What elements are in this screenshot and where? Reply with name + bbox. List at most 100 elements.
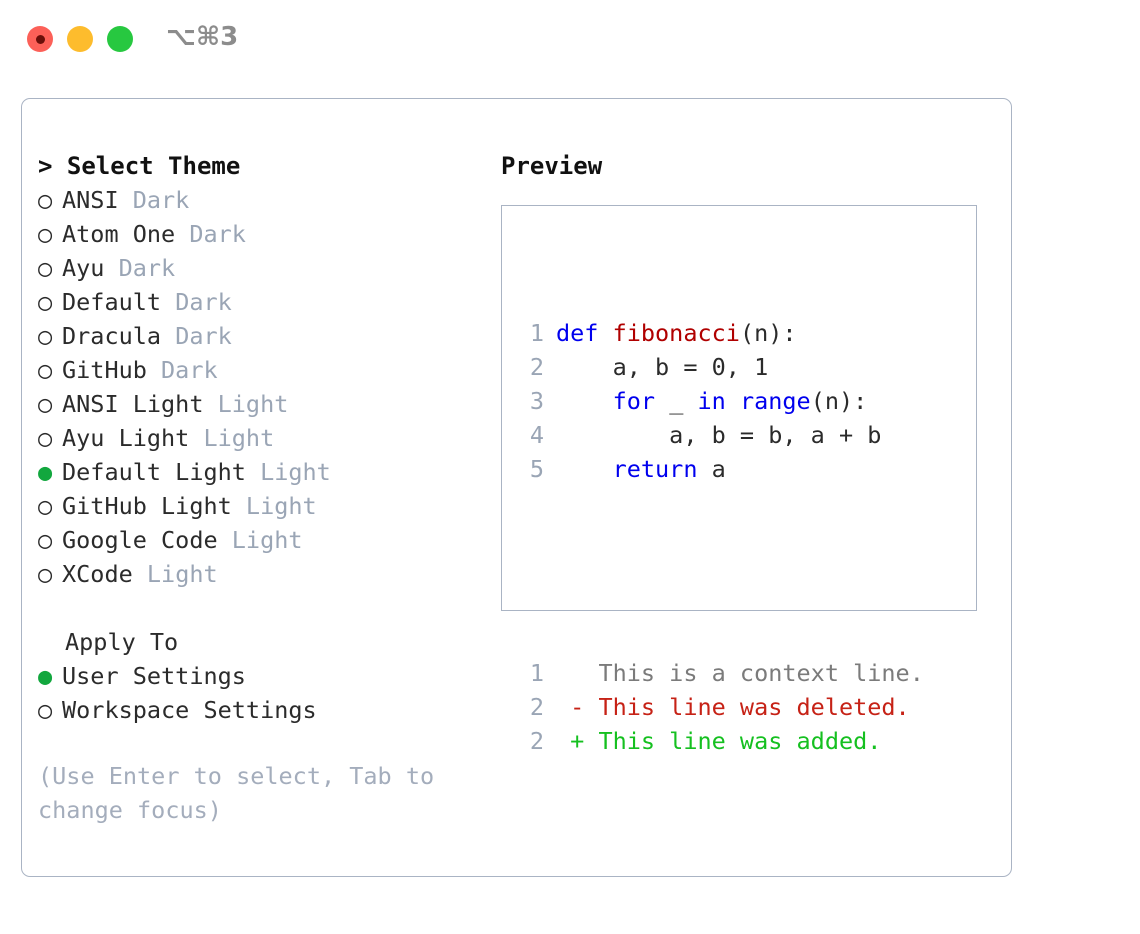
theme-option-label: Default Light (62, 458, 246, 486)
theme-option-label: XCode (62, 560, 133, 588)
diff-line-number: 2 (529, 727, 544, 755)
theme-option-label: Ayu Light (62, 424, 190, 452)
diff-line-text: + This line was added. (556, 727, 882, 755)
radio-unselected-icon: ○ (38, 390, 53, 418)
apply-to-option-label: User Settings (62, 662, 246, 690)
theme-option-tag: Dark (146, 356, 218, 384)
code-token-pln: a, b = b, a + b (556, 421, 882, 449)
radio-selected-icon: ● (38, 458, 53, 486)
close-button[interactable] (27, 26, 53, 52)
radio-unselected-icon: ○ (38, 254, 53, 282)
radio-unselected-icon: ○ (38, 696, 53, 724)
code-line: 1 def fibonacci(n): (516, 316, 924, 350)
theme-option-label: Default (62, 288, 162, 316)
apply-to-option-user-settings[interactable]: ● User Settings (38, 659, 478, 693)
code-line: 5 return a (516, 452, 924, 486)
theme-option-xcode[interactable]: ○ XCode Light (38, 557, 478, 591)
theme-option-tag: Dark (161, 288, 232, 316)
apply-to-option-label: Workspace Settings (62, 696, 317, 724)
theme-option-dracula[interactable]: ○ Dracula Dark (38, 319, 478, 353)
diff-line-add: 2 + This line was added. (516, 724, 924, 758)
theme-option-tag: Light (217, 526, 303, 554)
theme-option-github-light[interactable]: ○GitHub Light Light (38, 489, 478, 523)
radio-unselected-icon: ○ (38, 220, 53, 248)
code-token-kw: range (739, 387, 811, 415)
radio-unselected-icon: ○ (38, 356, 53, 384)
code-line: 2 a, b = 0, 1 (516, 350, 924, 384)
diff-line-ctx: 1 This is a context line. (516, 656, 924, 690)
theme-list-column: > Select Theme ○ANSI Dark○Atom One Dark○… (38, 149, 478, 827)
theme-option-ayu-light[interactable]: ○ Ayu Light Light (38, 421, 478, 455)
keyboard-shortcut-label: ⌥⌘3 (166, 22, 239, 52)
diff-line-text: This is a context line. (556, 659, 924, 687)
list-spacer (38, 591, 478, 625)
code-token-pln: _ (655, 387, 698, 415)
theme-option-label: ANSI (62, 186, 119, 214)
code-line-number: 4 (529, 421, 544, 449)
theme-option-tag: Light (189, 424, 275, 452)
theme-option-label: GitHub Light (62, 492, 232, 520)
radio-selected-icon: ● (38, 662, 53, 690)
maximize-button[interactable] (107, 26, 133, 52)
radio-unselected-icon: ○ (38, 288, 53, 316)
code-token-kw: in (697, 387, 726, 415)
code-token-pln: a (697, 455, 726, 483)
theme-option-ayu[interactable]: ○Ayu Dark (38, 251, 478, 285)
theme-option-atom-one[interactable]: ○ Atom One Dark (38, 217, 478, 251)
theme-option-github[interactable]: ○GitHub Dark (38, 353, 478, 387)
theme-option-tag: Dark (161, 322, 232, 350)
theme-option-tag: Light (203, 390, 289, 418)
theme-option-label: ANSI Light (62, 390, 204, 418)
theme-option-tag: Light (132, 560, 218, 588)
code-line: 4 a, b = b, a + b (516, 418, 924, 452)
code-line-number: 2 (529, 353, 544, 381)
theme-option-default-light[interactable]: ● Default Light Light (38, 455, 478, 489)
code-token-pln: (n): (739, 319, 797, 347)
code-token-pln (556, 455, 613, 483)
code-token-pln: a, b = 0, 1 (556, 353, 769, 381)
radio-unselected-icon: ○ (38, 492, 53, 520)
theme-option-label: Ayu (62, 254, 105, 282)
theme-option-tag: Light (245, 458, 331, 486)
diff-line-number: 2 (529, 693, 544, 721)
code-token-pln: (n): (810, 387, 868, 415)
apply-to-option-workspace-settings[interactable]: ○ Workspace Settings (38, 693, 478, 727)
theme-option-default[interactable]: ○ Default Dark (38, 285, 478, 319)
radio-unselected-icon: ○ (38, 526, 53, 554)
theme-option-tag: Dark (175, 220, 246, 248)
code-token-fn: fibonacci (612, 319, 740, 347)
diff-line-del: 2 - This line was deleted. (516, 690, 924, 724)
radio-unselected-icon: ○ (38, 424, 53, 452)
diff-line-number: 1 (529, 659, 544, 687)
theme-list[interactable]: ○ ANSI Dark ○ Atom One Dark ○ Ayu Dark ○ Defaul… (38, 183, 478, 591)
code-token-kw: def (556, 319, 613, 347)
theme-option-ansi-light[interactable]: ○ ANSI Light Light (38, 387, 478, 421)
code-token-pln (556, 387, 613, 415)
theme-option-ansi[interactable]: ○ ANSI Dark (38, 183, 478, 217)
radio-unselected-icon: ○ (38, 322, 53, 350)
main-panel: > Select Theme ○ANSI Dark○Atom One Dark○… (21, 98, 1012, 877)
code-line: 3 for _ in range(n): (516, 384, 924, 418)
theme-list-title: > Select Theme (38, 152, 241, 180)
theme-option-tag: Dark (118, 186, 190, 214)
code-diff-gap (516, 554, 924, 588)
code-line-number: 1 (529, 319, 544, 347)
apply-to-list[interactable]: ● User Settings ○ Workspace Settings (38, 659, 478, 727)
keyboard-hint: (Use Enter to select, Tab to change focu… (38, 762, 449, 824)
theme-option-google-code[interactable]: ○Google Code Light (38, 523, 478, 557)
minimize-button[interactable] (67, 26, 93, 52)
theme-option-label: Atom One (62, 220, 176, 248)
radio-unselected-icon: ○ (38, 186, 53, 214)
radio-unselected-icon: ○ (38, 560, 53, 588)
apply-to-title: Apply To (65, 628, 179, 656)
diff-sample: 1 This is a context line.2 - This line w… (516, 656, 924, 758)
theme-option-label: Dracula (62, 322, 162, 350)
code-token-pln (726, 387, 740, 415)
diff-line-text: - This line was deleted. (556, 693, 910, 721)
title-bar: ⌥⌘3 (0, 0, 1140, 78)
